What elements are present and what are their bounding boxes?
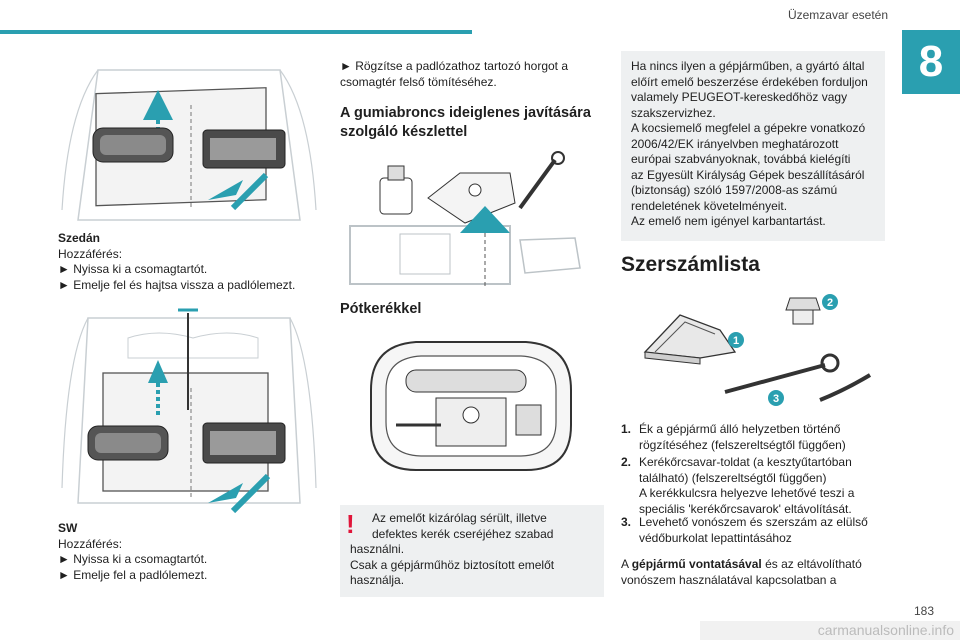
warning-line-5: használja.: [350, 573, 405, 587]
warning-box: ! Az emelőt kizárólag sérült, illetve de…: [340, 505, 604, 597]
tool-item-number: 1.: [621, 422, 632, 436]
tool-item-text: rögzítéséhez (felszereltségtől függően): [639, 437, 846, 452]
tool-item-text: védőburkolat lepattintásához: [639, 530, 792, 545]
info-line: (biztonság) szóló 1597/2008-as számú: [631, 183, 838, 197]
tool-item-2: 2. Kerékőrcsavar-toldat (a kesztyűtartób…: [621, 455, 885, 517]
sedan-title: Szedán: [58, 231, 101, 245]
towing-text-bold: gépjármű vontatásával: [631, 557, 762, 571]
sw-trunk-illustration: [58, 298, 320, 513]
info-line: Ha nincs ilyen a gépjárműben, a gyártó á…: [631, 59, 865, 73]
watermark: carmanualsonline.info: [700, 621, 960, 640]
repair-kit-heading-line-2: szolgáló készlettel: [340, 124, 468, 140]
sedan-step-2: ► Emelje fel és hajtsa vissza a padlólem…: [58, 277, 296, 292]
info-line: az Egyesült Királyság Gépek beszállításá…: [631, 167, 865, 182]
section-title: Üzemzavar esetén: [787, 8, 888, 22]
sedan-trunk-illustration: [58, 50, 320, 228]
tool-item-text: speciális 'kerékőrcsavarok' eltávolításá…: [639, 501, 852, 516]
towing-text-post: és az eltávolítható: [761, 557, 862, 571]
info-line: Az emelő nem igényel karbantartást.: [631, 214, 826, 228]
hook-instruction-line-2: csomagtér felső tömítéséhez.: [340, 74, 497, 89]
info-line: európai szabványoknak, továbbá kielégíti: [631, 152, 851, 166]
chapter-number-badge: 8: [902, 30, 960, 94]
tool-item-text: található) (felszereltségtől függően): [639, 470, 827, 485]
page-number: 183: [914, 604, 935, 618]
repair-kit-heading-line-1: A gumiabroncs ideiglenes javítására: [340, 105, 591, 121]
tool-item-number: 3.: [621, 515, 632, 529]
tool-item-1: 1. Ék a gépjármű álló helyzetben történő…: [621, 422, 885, 453]
jack-info-box: Ha nincs ilyen a gépjárműben, a gyártó á…: [621, 51, 885, 241]
tool-item-text: A kerékkulcsra helyezve lehetővé teszi a: [639, 486, 855, 500]
tool-item-3: 3. Levehető vonószem és szerszám az elül…: [621, 515, 885, 546]
info-line: szakszervizhez.: [631, 105, 716, 120]
callout-3: 3: [773, 393, 779, 405]
warning-line-1: Az emelőt kizárólag sérült, illetve: [372, 511, 547, 525]
sw-access-label: Hozzáférés:: [58, 536, 123, 551]
callout-1: 1: [733, 335, 739, 347]
header-accent-bar: [0, 30, 472, 34]
tool-item-text: Levehető vonószem és szerszám az elülső: [639, 515, 868, 529]
towing-reference-line-2: vonószem használatával kapcsolatban a: [621, 572, 837, 587]
info-line: A kocsiemelő megfelel a gépekre vonatkoz…: [631, 121, 866, 135]
spare-wheel-tool-tray-illustration: [370, 341, 572, 471]
spare-wheel-heading: Pótkerékkel: [340, 301, 422, 317]
sedan-access-label: Hozzáférés:: [58, 246, 123, 261]
repair-kit-illustration: [349, 151, 581, 288]
warning-line-2: defektes kerék cseréjéhez szabad: [372, 526, 554, 541]
tool-list-illustration: 1 2 3: [643, 294, 872, 406]
info-line: előírt emelő beszerzése érdekében fordul…: [631, 74, 868, 89]
warning-line-3: használni.: [350, 542, 405, 556]
towing-text-pre: A: [621, 557, 632, 571]
sedan-step-1: ► Nyissa ki a csomagtartót.: [58, 262, 208, 276]
sw-title: SW: [58, 521, 78, 535]
info-line: valamely PEUGEOT-kereskedőhöz vagy: [631, 90, 848, 104]
callout-2: 2: [827, 297, 833, 309]
towing-reference-line-1: A gépjármű vontatásával és az eltávolíth…: [621, 557, 885, 573]
warning-exclamation-icon: !: [346, 509, 355, 539]
info-line: 2006/42/EK irányelvben meghatározott: [631, 136, 839, 151]
tool-item-text: Ék a gépjármű álló helyzetben történő: [639, 422, 841, 436]
hook-instruction-line-1: ► Rögzítse a padlózathoz tartozó horgot …: [340, 59, 569, 73]
sw-step-2: ► Emelje fel a padlólemezt.: [58, 567, 208, 582]
tools-heading: Szerszámlista: [621, 253, 760, 276]
warning-line-4: Csak a gépjárműhöz biztosított emelőt: [350, 557, 555, 572]
tool-item-number: 2.: [621, 455, 632, 469]
tool-item-text: Kerékőrcsavar-toldat (a kesztyűtartóban: [639, 455, 852, 469]
sw-step-1: ► Nyissa ki a csomagtartót.: [58, 552, 208, 566]
info-line: rendeletének követelményeit.: [631, 198, 788, 213]
